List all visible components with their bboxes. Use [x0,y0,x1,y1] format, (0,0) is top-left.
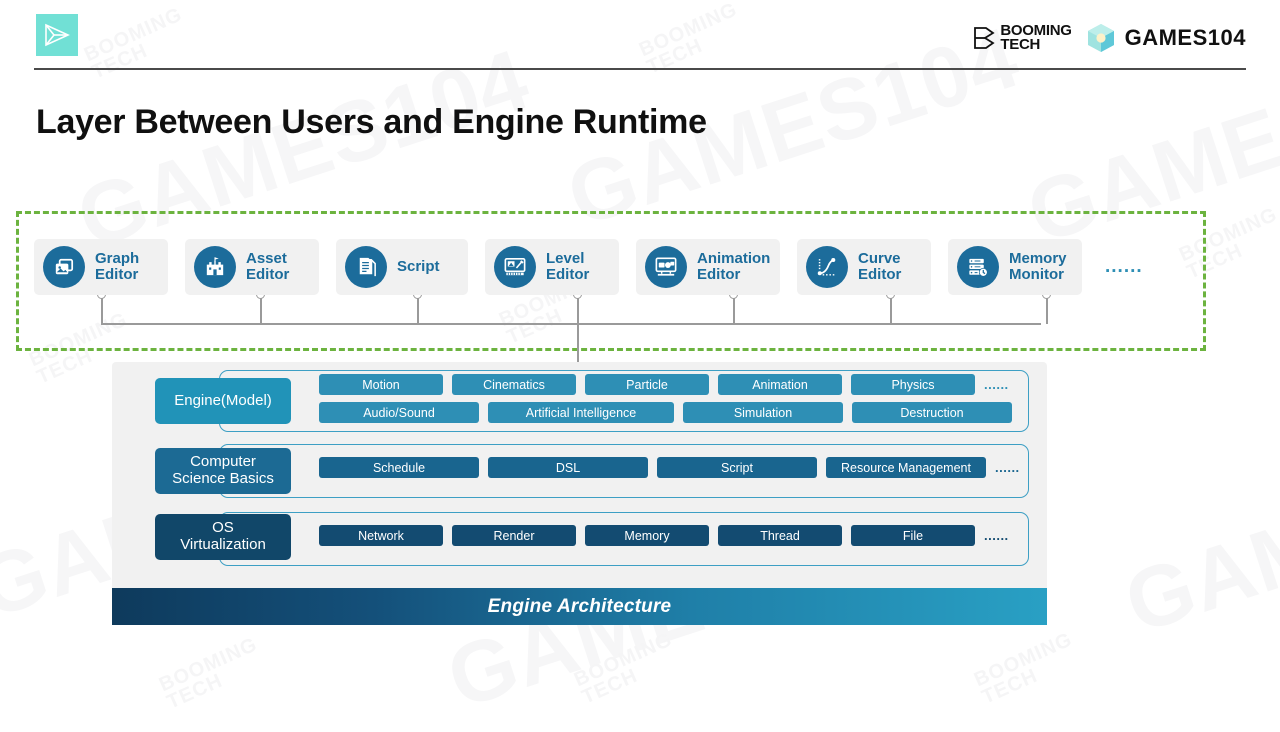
editor-card-label: Animation Editor [697,250,771,283]
chip-dsl[interactable]: DSL [488,457,648,478]
editor-card-label: Memory Monitor [1009,250,1067,283]
play-triangle-logo [36,14,78,56]
chip-destruction[interactable]: Destruction [852,402,1012,423]
layer-label-os: OS Virtualization [155,514,291,560]
editor-card-label: Asset Editor [246,250,290,283]
chip-schedule[interactable]: Schedule [319,457,479,478]
layer-chip-group: Network Render Memory Thread File...... [319,525,1009,546]
images-icon [55,258,74,275]
chip-motion[interactable]: Motion [319,374,443,395]
chip-row: Audio/Sound Artificial Intelligence Simula… [319,402,1012,423]
chip-physics[interactable]: Physics [851,374,975,395]
engine-architecture-panel: Engine(Model) Motion Cinematics Particle Ani… [112,362,1047,625]
editor-card-label: Curve Editor [858,250,902,283]
editor-card-label: Graph Editor [95,250,140,283]
layer-label-enginemodel: Engine(Model) [155,378,291,424]
chip-network[interactable]: Network [319,525,443,546]
layer-ellipsis: ...... [984,528,1009,543]
curve-graph-icon [806,246,848,288]
chip-row: Motion Cinematics Particle Animation Physics… [319,374,1012,395]
editor-card-memory-monitor[interactable]: Memory Monitor [948,239,1082,295]
layer-ellipsis: ...... [995,460,1020,475]
chip-particle[interactable]: Particle [585,374,709,395]
chip-cinematics[interactable]: Cinematics [452,374,576,395]
level-design-icon [494,246,536,288]
animation-monitor-icon [645,246,687,288]
layer-ellipsis: ...... [984,377,1009,392]
chip-file[interactable]: File [851,525,975,546]
server-clock-icon [969,258,988,277]
chip-audio-sound[interactable]: Audio/Sound [319,402,479,423]
editor-card-animation-editor[interactable]: Animation Editor [636,239,780,295]
games104-logo: GAMES104 [1086,22,1246,54]
chip-memory[interactable]: Memory [585,525,709,546]
castle-icon [206,257,224,276]
editor-card-curve-editor[interactable]: Curve Editor [797,239,931,295]
documents-icon [359,257,376,277]
chip-simulation[interactable]: Simulation [683,402,843,423]
chip-resource-management[interactable]: Resource Management [826,457,986,478]
chip-artificial-intelligence[interactable]: Artificial Intelligence [488,402,674,423]
brand-line-1: BOOMING [1000,22,1072,40]
curve-graph-icon [817,257,836,276]
slide-header: BOOMING TECH GAMES104 [0,0,1280,70]
booming-b-icon [974,27,995,49]
editor-card-asset-editor[interactable]: Asset Editor [185,239,319,295]
watermark-games104: GAMES1 [1114,446,1280,652]
chip-row: Schedule DSL Script Resource Management....… [319,457,1020,478]
cube-logo-icon [1087,24,1114,52]
documents-icon [345,246,387,288]
layer-label-computer: Computer Science Basics [155,448,291,494]
chip-animation[interactable]: Animation [718,374,842,395]
editor-card-label: Script [397,258,440,276]
chip-row: Network Render Memory Thread File...... [319,525,1009,546]
chip-thread[interactable]: Thread [718,525,842,546]
editor-card-script[interactable]: Script [336,239,468,295]
booming-tech-wordmark: BOOMING TECH [1000,22,1072,53]
server-clock-icon [957,246,999,288]
engine-architecture-label: Engine Architecture [487,595,672,617]
page-title: Layer Between Users and Engine Runtime [36,103,707,141]
editor-cards-row: Graph Editor Asset Editor Script Level Edit… [34,239,1194,295]
booming-tech-logo: BOOMING TECH [973,22,1072,53]
animation-monitor-icon [655,257,677,276]
header-divider [34,68,1246,70]
level-design-icon [504,257,526,276]
brand-logos: BOOMING TECH GAMES104 [973,22,1246,54]
layer-chip-group: Schedule DSL Script Resource Management....… [319,457,1020,478]
editor-card-level-editor[interactable]: Level Editor [485,239,619,295]
engine-architecture-footer: Engine Architecture [112,588,1047,625]
brand-line-2: TECH [1000,36,1041,53]
editors-dashed-region [16,211,1206,351]
games104-wordmark: GAMES104 [1124,25,1246,50]
editor-card-label: Level Editor [546,250,590,283]
images-icon [43,246,85,288]
castle-icon [194,246,236,288]
editor-card-graph-editor[interactable]: Graph Editor [34,239,168,295]
editors-ellipsis: ...... [1105,256,1143,277]
chip-script[interactable]: Script [657,457,817,478]
chip-render[interactable]: Render [452,525,576,546]
layer-chip-group: Motion Cinematics Particle Animation Physics… [319,374,1012,423]
